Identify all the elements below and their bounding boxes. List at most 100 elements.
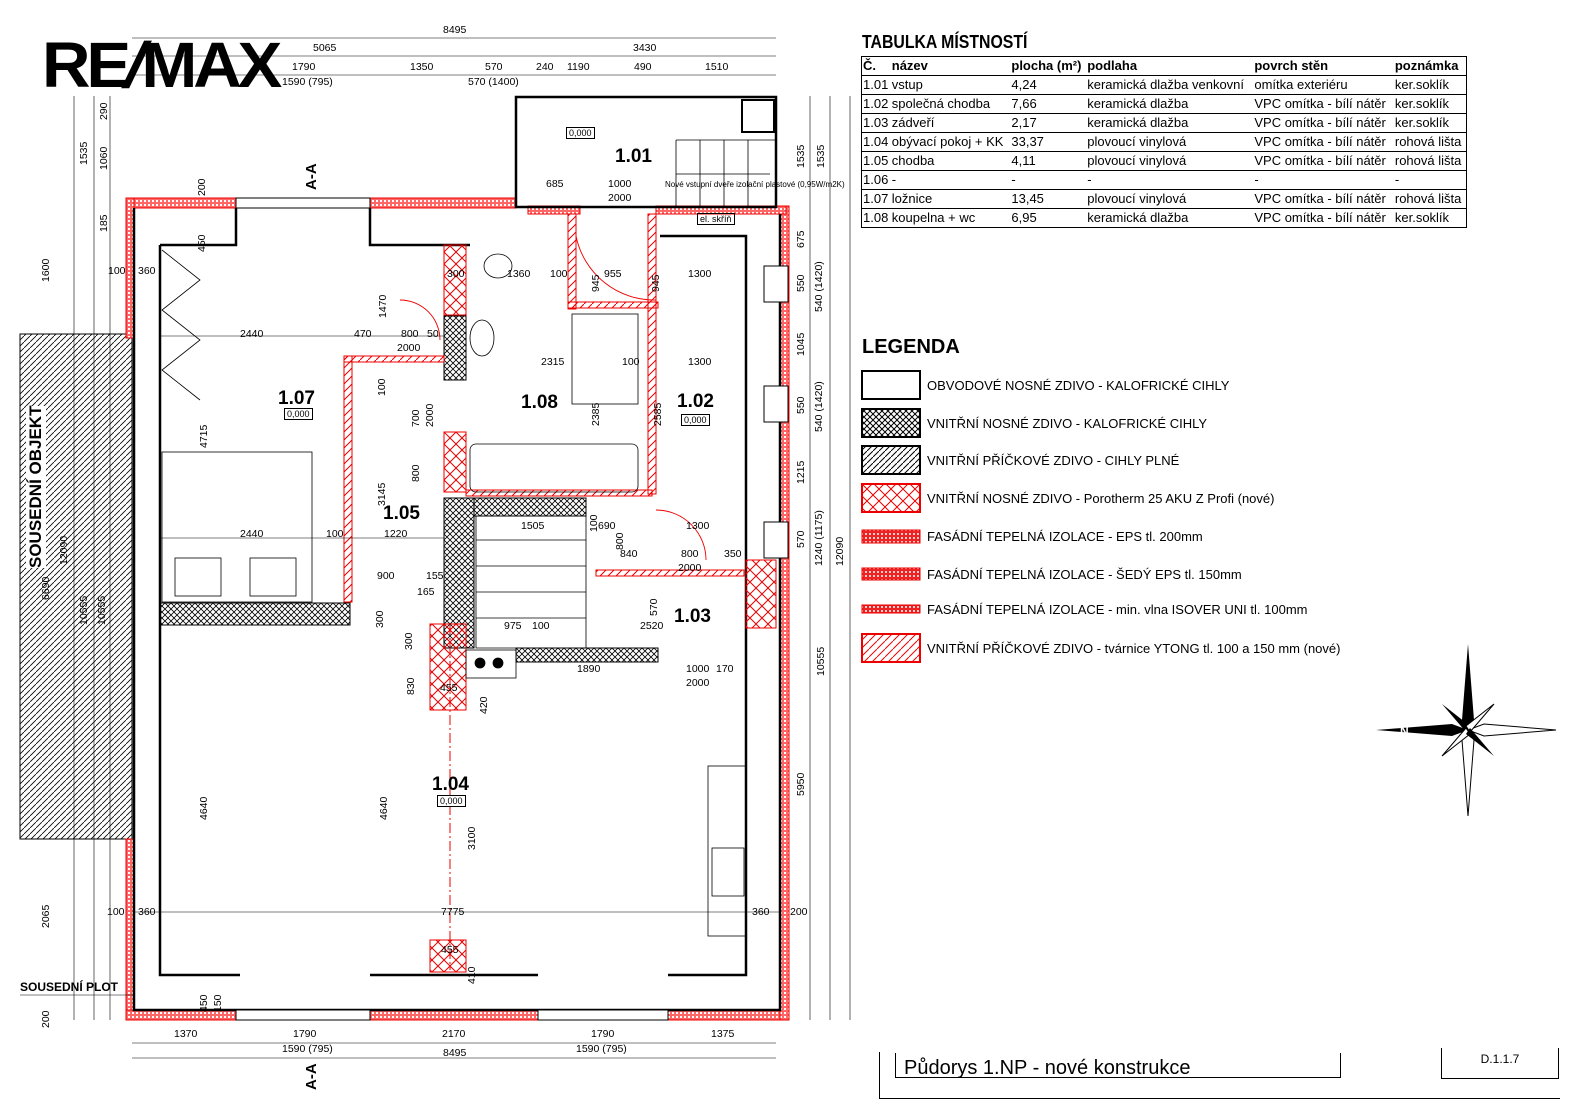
dim-right: 540 (1420) bbox=[813, 381, 825, 432]
dim-top: 570 bbox=[485, 61, 503, 73]
dimension-label: 2585 bbox=[652, 402, 664, 426]
section-marker-top: A-A bbox=[303, 163, 320, 190]
table-cell: zádveří bbox=[890, 113, 1011, 133]
table-cell: plovoucí vinylová bbox=[1086, 189, 1254, 209]
dim-right: 1045 bbox=[795, 332, 807, 356]
table-cell: 6,95 bbox=[1010, 208, 1087, 228]
dimension-label: 150 bbox=[212, 994, 224, 1012]
table-cell: - bbox=[1253, 170, 1394, 190]
dimension-label: 165 bbox=[417, 586, 435, 598]
dimension-label: 1505 bbox=[521, 520, 545, 532]
table-cell: VPC omítka - bílí nátěr bbox=[1253, 189, 1394, 209]
legend-title: LEGENDA bbox=[862, 336, 960, 358]
north-label: N bbox=[1400, 724, 1409, 738]
dimension-label: 800 bbox=[410, 464, 422, 482]
dimension-label: 200 bbox=[790, 906, 808, 918]
dimension-label: 360 bbox=[138, 906, 156, 918]
drawing-code: D.1.1.7 bbox=[1441, 1048, 1559, 1079]
table-cell: - bbox=[890, 170, 1011, 190]
dimension-label: 100 bbox=[622, 356, 640, 368]
dimension-label: 2520 bbox=[640, 620, 664, 632]
drawing-name: Půdorys 1.NP - nové konstrukce bbox=[895, 1053, 1341, 1079]
dim-bottom: 8495 bbox=[443, 1047, 467, 1059]
dimension-label: 455 bbox=[440, 682, 458, 694]
new-load-walls bbox=[429, 244, 777, 973]
dimension-label: 1360 bbox=[507, 268, 531, 280]
dim-top: 8495 bbox=[443, 24, 467, 36]
dim-left: 185 bbox=[98, 214, 110, 232]
dim-left: 200 bbox=[196, 178, 208, 196]
dimension-label: 360 bbox=[138, 265, 156, 277]
legend-item: VNITŘNÍ PŘÍČKOVÉ ZDIVO - CIHLY PLNÉ bbox=[861, 445, 1179, 475]
dimension-label: 1000 bbox=[686, 663, 710, 675]
table-cell: ker.soklík bbox=[1393, 94, 1467, 114]
dim-left: 1060 bbox=[98, 146, 110, 170]
dimension-label: 2000 bbox=[686, 677, 710, 689]
dimension-label: 7775 bbox=[441, 906, 465, 918]
dimension-label: 800 bbox=[401, 328, 419, 340]
table-cell: 33,37 bbox=[1010, 132, 1087, 152]
dim-left: 12090 bbox=[58, 535, 70, 565]
dimension-label: 420 bbox=[478, 696, 490, 714]
dim-right: 550 bbox=[795, 274, 807, 292]
table-cell: obývací pokoj + KK bbox=[890, 132, 1011, 152]
dimension-label: 100 bbox=[550, 268, 568, 280]
dimension-label: 900 bbox=[377, 570, 395, 582]
table-cell: ker.soklík bbox=[1393, 113, 1467, 133]
dimension-label: 300 bbox=[447, 268, 465, 280]
section-marker-bottom: A-A bbox=[303, 1063, 320, 1090]
dimension-label: 2440 bbox=[240, 528, 264, 540]
dim-top: 570 (1400) bbox=[468, 76, 519, 88]
dim-top: 1590 (795) bbox=[282, 76, 333, 88]
dim-right: 1240 (1175) bbox=[813, 510, 825, 566]
legend-swatch-icon bbox=[861, 604, 921, 614]
table-cell: keramická dlažba bbox=[1086, 208, 1254, 228]
dimension-label: 4640 bbox=[378, 796, 390, 820]
dim-bottom: 1590 (795) bbox=[282, 1043, 333, 1055]
table-cell: 4,11 bbox=[1010, 151, 1087, 171]
room-number: 1.03 bbox=[674, 606, 711, 627]
dim-right: 675 bbox=[795, 230, 807, 248]
dim-bottom: 1790 bbox=[591, 1028, 615, 1040]
table-cell: 1.01 bbox=[860, 75, 891, 95]
legend-label: VNITŘNÍ NOSNÉ ZDIVO - Porotherm 25 AKU Z… bbox=[927, 490, 1275, 506]
dimension-label: 700 bbox=[410, 409, 422, 427]
table-cell: společná chodba bbox=[890, 94, 1011, 114]
dim-right: 1535 bbox=[795, 144, 807, 168]
dimension-label: 975 bbox=[504, 620, 522, 632]
table-cell: koupelna + wc bbox=[890, 208, 1011, 228]
dim-top: 1190 bbox=[567, 61, 590, 73]
dimension-label: 100 bbox=[588, 514, 600, 532]
entrance-door-note: Nové vstupní dveře izolační plastové (0,… bbox=[665, 180, 845, 189]
compass-rose-icon: N bbox=[1376, 644, 1557, 817]
new-partitions bbox=[343, 213, 745, 603]
dimension-label: 4640 bbox=[198, 796, 210, 820]
room-table-title: TABULKA MÍSTNOSTÍ bbox=[862, 32, 1028, 52]
legend-swatch-icon bbox=[861, 370, 921, 400]
dim-right: 1215 bbox=[795, 460, 807, 484]
table-cell: omítka exteriéru bbox=[1253, 75, 1394, 95]
dimension-label: 1220 bbox=[384, 528, 408, 540]
table-cell: 1.08 bbox=[860, 208, 891, 228]
table-cell: plovoucí vinylová bbox=[1086, 132, 1254, 152]
dim-top: 1790 bbox=[292, 61, 316, 73]
dimension-label: 570 bbox=[648, 598, 660, 616]
table-cell: VPC omítka - bílí nátěr bbox=[1253, 151, 1394, 171]
dim-right: 540 (1420) bbox=[813, 261, 825, 312]
table-cell: VPC omítka - bílí nátěr bbox=[1253, 94, 1394, 114]
room-number: 1.05 bbox=[383, 503, 420, 524]
dimension-label: 410 bbox=[466, 966, 478, 984]
dimension-label: 4715 bbox=[198, 424, 210, 448]
dimension-label: 830 bbox=[405, 677, 417, 695]
column-header: plocha (m²) bbox=[1010, 56, 1087, 76]
dim-left: 6690 bbox=[40, 576, 52, 600]
legend-item: VNITŘNÍ PŘÍČKOVÉ ZDIVO - tvárnice YTONG … bbox=[861, 633, 1340, 663]
dimension-label: 2315 bbox=[541, 356, 565, 368]
table-cell: keramická dlažba bbox=[1086, 113, 1254, 133]
table-cell: - bbox=[1086, 170, 1254, 190]
legend-label: VNITŘNÍ PŘÍČKOVÉ ZDIVO - CIHLY PLNÉ bbox=[927, 452, 1180, 468]
dimension-label: 2385 bbox=[590, 402, 602, 426]
